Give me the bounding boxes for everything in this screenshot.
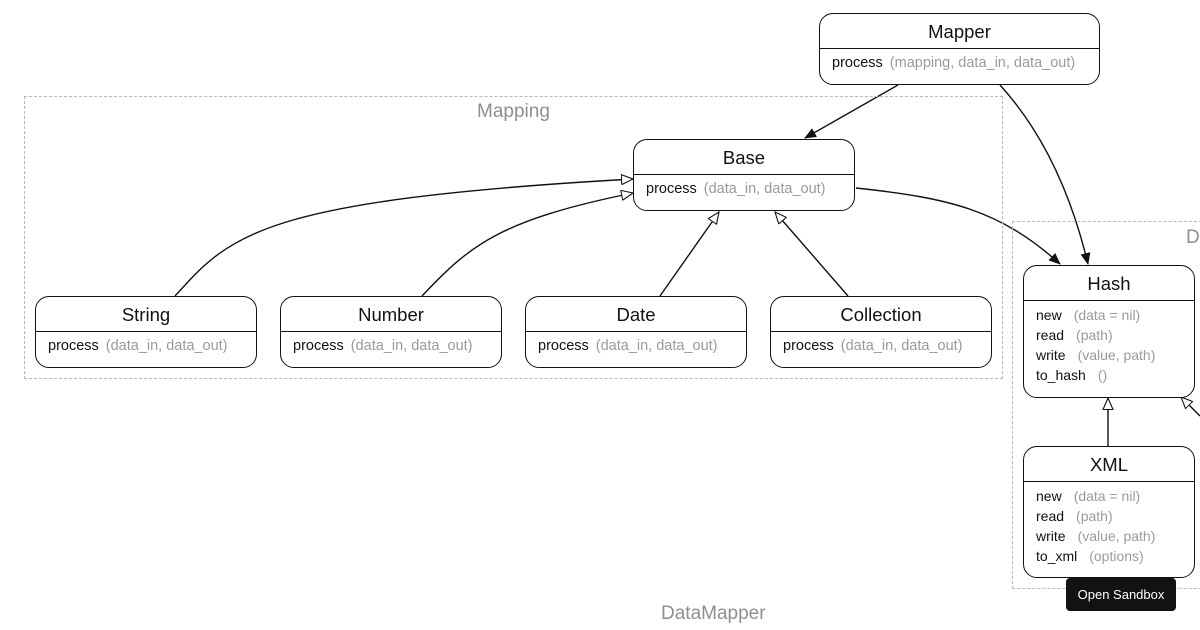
method-args: (path) (1076, 507, 1113, 524)
method-args: (value, path) (1077, 346, 1156, 363)
method-name: process (538, 338, 589, 354)
method-row: to_hash () (1036, 367, 1182, 384)
class-title: XML (1024, 447, 1194, 482)
method-row: process (mapping, data_in, data_out) (832, 55, 1087, 72)
method-list: process (data_in, data_out) (771, 332, 991, 355)
method-list: process (data_in, data_out) (281, 332, 501, 355)
method-list: new (data = nil) read (path) write (value, … (1024, 482, 1194, 565)
edge-offscreen-to-hash (1181, 397, 1200, 417)
method-name: read (1036, 326, 1065, 343)
method-row: write (value, path) (1036, 347, 1182, 364)
edge-mapper-to-hash (999, 84, 1091, 265)
method-row: process (data_in, data_out) (293, 338, 489, 355)
method-args: (data_in, data_out) (703, 181, 826, 197)
method-args: (value, path) (1077, 527, 1156, 544)
open-sandbox-button[interactable]: Open Sandbox (1066, 578, 1176, 611)
class-node-hash[interactable]: Hash new (data = nil) read (path) write (va… (1023, 265, 1195, 398)
method-row: read (path) (1036, 327, 1182, 344)
graph-label: DataMapper (661, 603, 766, 624)
method-row: new (data = nil) (1036, 307, 1182, 324)
method-row: new (data = nil) (1036, 488, 1182, 505)
class-title: Base (634, 140, 854, 175)
class-node-date[interactable]: Date process (data_in, data_out) (525, 296, 747, 368)
method-name: process (48, 338, 99, 354)
method-name: write (1036, 527, 1066, 544)
method-name: new (1036, 307, 1062, 323)
method-row: process (data_in, data_out) (538, 338, 734, 355)
cluster-mapping-label: Mapping (477, 101, 550, 122)
class-title: Collection (771, 297, 991, 332)
edge-number-to-base (421, 193, 633, 297)
class-title: Date (526, 297, 746, 332)
method-row: read (path) (1036, 508, 1182, 525)
method-list: process (data_in, data_out) (634, 175, 854, 198)
method-args: (options) (1089, 547, 1144, 564)
class-node-mapper[interactable]: Mapper process (mapping, data_in, data_ou… (819, 13, 1100, 85)
method-args: (data = nil) (1073, 307, 1141, 323)
method-row: process (data_in, data_out) (646, 181, 842, 198)
cluster-mapping (24, 96, 1003, 379)
method-args: (data_in, data_out) (595, 338, 718, 354)
method-row: process (data_in, data_out) (48, 338, 244, 355)
class-title: Number (281, 297, 501, 332)
method-name: to_xml (1036, 547, 1078, 564)
method-name: process (832, 55, 883, 71)
method-list: process (data_in, data_out) (526, 332, 746, 355)
method-name: process (646, 181, 697, 197)
method-name: write (1036, 346, 1066, 363)
method-row: process (data_in, data_out) (783, 338, 979, 355)
class-node-number[interactable]: Number process (data_in, data_out) (280, 296, 502, 368)
class-title: String (36, 297, 256, 332)
method-name: new (1036, 488, 1062, 504)
cluster-data-label: D (1186, 227, 1200, 248)
method-args: (path) (1076, 326, 1113, 343)
class-node-xml[interactable]: XML new (data = nil) read (path) write (val… (1023, 446, 1195, 578)
method-args: (data_in, data_out) (105, 338, 228, 354)
method-name: process (293, 338, 344, 354)
method-row: to_xml (options) (1036, 548, 1182, 565)
method-list: new (data = nil) read (path) write (value, … (1024, 301, 1194, 384)
class-node-string[interactable]: String process (data_in, data_out) (35, 296, 257, 368)
method-args: () (1097, 366, 1108, 383)
edge-string-to-base (174, 179, 633, 297)
class-title: Hash (1024, 266, 1194, 301)
edge-base-to-hash (855, 187, 1061, 265)
method-args: (mapping, data_in, data_out) (889, 55, 1076, 71)
edge-mapper-to-base (804, 84, 899, 139)
class-title: Mapper (820, 14, 1099, 49)
method-name: to_hash (1036, 366, 1086, 383)
class-node-collection[interactable]: Collection process (data_in, data_out) (770, 296, 992, 368)
method-args: (data = nil) (1073, 488, 1141, 504)
method-list: process (data_in, data_out) (36, 332, 256, 355)
method-name: process (783, 338, 834, 354)
class-node-base[interactable]: Base process (data_in, data_out) (633, 139, 855, 211)
method-list: process (mapping, data_in, data_out) (820, 49, 1099, 72)
method-row: write (value, path) (1036, 528, 1182, 545)
edge-date-to-base (659, 212, 719, 297)
method-args: (data_in, data_out) (350, 338, 473, 354)
edge-collection-to-base (775, 212, 849, 297)
method-name: read (1036, 507, 1065, 524)
method-args: (data_in, data_out) (840, 338, 963, 354)
